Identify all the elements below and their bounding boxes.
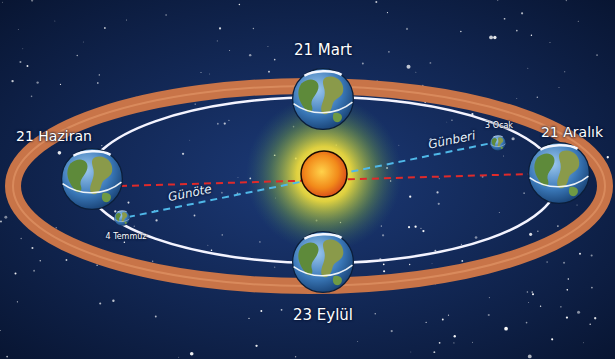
date-label: 21 Aralık — [541, 125, 603, 140]
date-label: 23 Eylül — [293, 307, 353, 324]
date-label: 3 Ocak — [485, 122, 513, 131]
date-label: 21 Haziran — [16, 129, 92, 144]
date-label: 4 Temmuz — [106, 233, 147, 242]
date-label: 21 Mart — [294, 42, 352, 59]
